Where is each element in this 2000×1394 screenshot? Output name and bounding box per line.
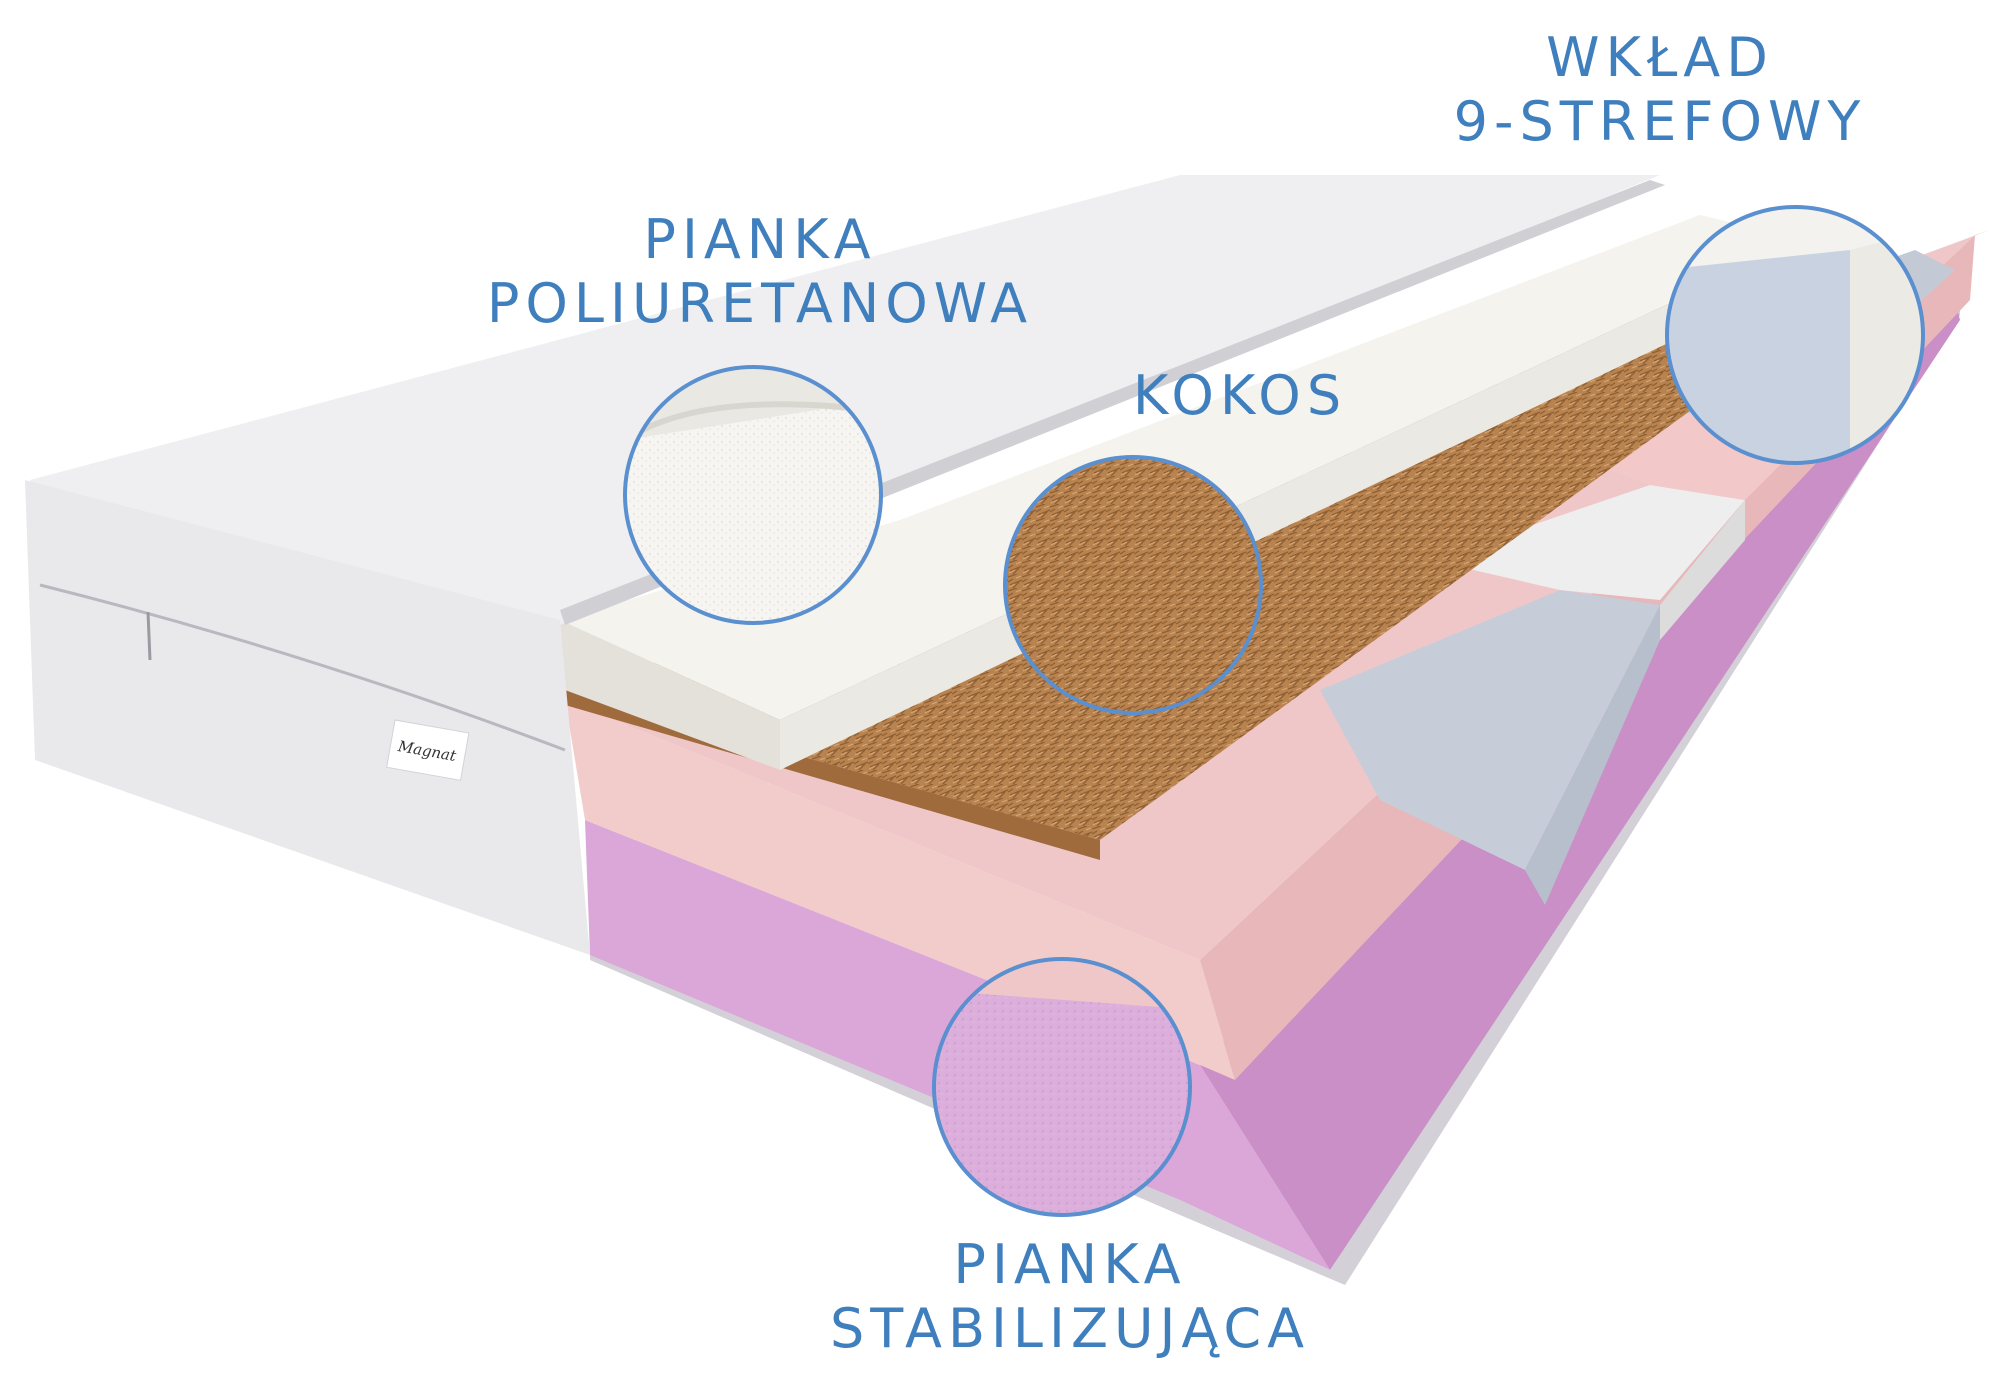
- zoom-foam-texture: [625, 367, 881, 623]
- cover-zip-pull: [146, 611, 152, 661]
- cover-zip: [39, 583, 566, 752]
- label-9-zone-insert: WKŁAD 9-STREFOWY: [1440, 26, 1880, 154]
- zone-block-white-1: [1430, 485, 1745, 600]
- label-coconut-line1: KOKOS: [1132, 364, 1348, 427]
- white-foam-front: [560, 620, 780, 770]
- label-zones-line1: WKŁAD: [1546, 26, 1774, 89]
- label-stabilizing-foam: PIANKA STABILIZUJĄCA: [800, 1233, 1340, 1361]
- zoom-circle-zones: [1665, 205, 1925, 465]
- zoom-circle-polyurethane: [623, 365, 883, 625]
- zoom-coconut-texture: [1005, 457, 1261, 713]
- brand-tag: Magnat: [386, 719, 470, 781]
- label-coconut: KOKOS: [1120, 364, 1360, 428]
- zoom-circle-coconut: [1003, 455, 1263, 715]
- cover-top: [30, 175, 1660, 625]
- zone-block-grey-1: [1320, 590, 1660, 870]
- label-polyurethane-line2: POLIURETANOWA: [486, 272, 1034, 335]
- label-polyurethane-line1: PIANKA: [643, 208, 877, 271]
- label-stabilizing-line1: PIANKA: [953, 1233, 1187, 1296]
- zone-block-grey-1-side: [1525, 605, 1660, 905]
- label-zones-line2: 9-STREFOWY: [1453, 90, 1867, 153]
- zone-block-white-1-side: [1660, 500, 1745, 640]
- cover-front: [25, 480, 590, 955]
- zoom-circle-stabilizing: [932, 957, 1192, 1217]
- label-stabilizing-line2: STABILIZUJĄCA: [829, 1297, 1311, 1360]
- label-polyurethane-foam: PIANKA POLIURETANOWA: [470, 208, 1050, 336]
